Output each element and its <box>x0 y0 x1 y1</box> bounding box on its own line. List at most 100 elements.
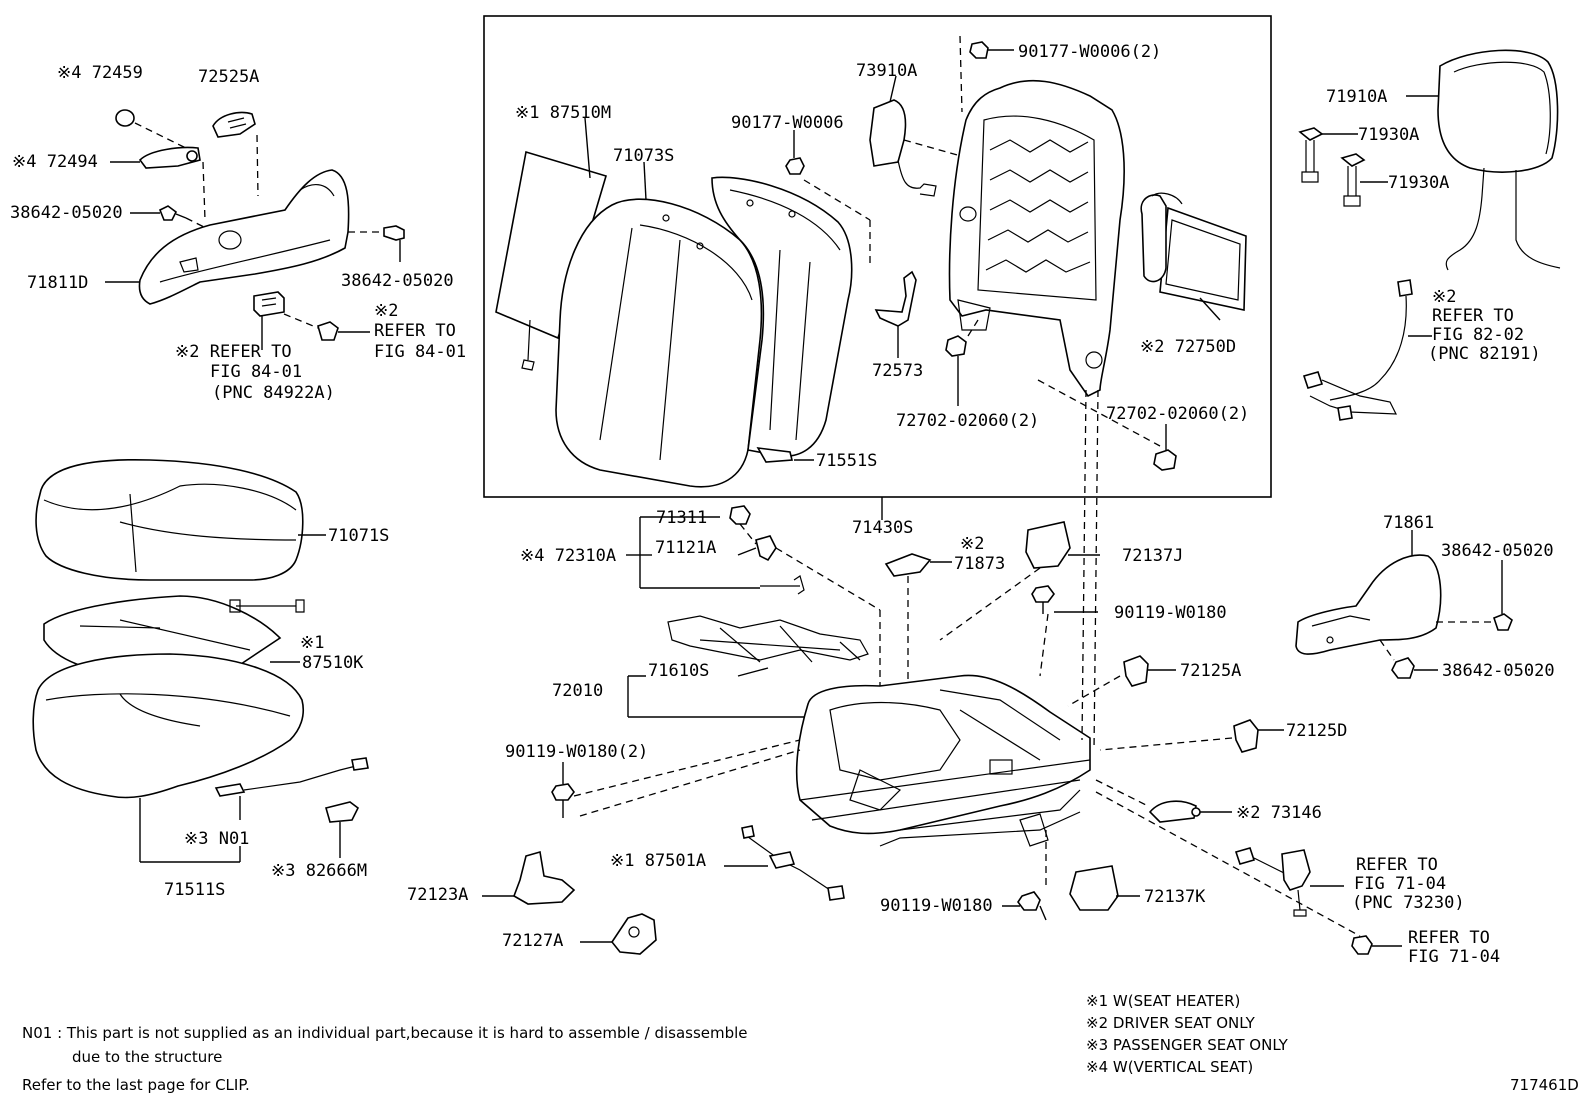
part-72310A-rod <box>760 575 805 595</box>
label-71073S: 71073S <box>613 146 674 166</box>
legend-item-3: ※3 PASSENGER SEAT ONLY <box>1086 1036 1289 1054</box>
label-90177-W0006-a: 90177-W0006 <box>731 113 844 133</box>
label-72525A: 72525A <box>198 67 259 87</box>
label-72750D: ※2 72750D <box>1140 337 1236 357</box>
label-71430S: 71430S <box>852 518 913 538</box>
label-71121A: 71121A <box>655 538 716 558</box>
part-90119-W0180-bolt-b <box>551 783 575 818</box>
label-refer-84-01-b-pnc: (PNC 84922A) <box>212 383 335 403</box>
part-72127A-cover <box>611 913 657 955</box>
label-refer-82-02-pnc: (PNC 82191) <box>1428 344 1541 364</box>
label-72125A: 72125A <box>1180 661 1241 681</box>
part-71311-nut <box>729 505 751 525</box>
part-71-04-nut <box>1351 935 1373 955</box>
label-71311: 71311 <box>656 508 707 528</box>
label-38642-05020-a: 38642-05020 <box>10 203 123 223</box>
part-72137J-cover <box>1025 521 1071 569</box>
seat-back-group-frame <box>483 15 1272 498</box>
label-refer-82-02-mark: ※2 <box>1432 287 1456 307</box>
label-refer-84-01-a-text: REFER TO <box>374 321 456 341</box>
label-71910A: 71910A <box>1326 87 1387 107</box>
label-72010: 72010 <box>552 681 603 701</box>
label-refer-82-02-text: REFER TO <box>1432 306 1514 326</box>
label-refer-84-01-a-mark: ※2 <box>374 301 398 321</box>
part-87501A-wire <box>741 825 845 901</box>
part-38642-05020-screw-c <box>1493 613 1513 631</box>
label-71873-mark: ※2 <box>960 534 984 554</box>
label-71071S: 71071S <box>328 526 389 546</box>
label-refer-71-04-a-text: REFER TO <box>1356 855 1438 875</box>
label-71930A-b: 71930A <box>1388 173 1449 193</box>
part-72459-cap <box>115 109 135 127</box>
part-71121A-link <box>755 535 777 562</box>
part-72573-bracket <box>874 270 917 327</box>
label-72123A: 72123A <box>407 885 468 905</box>
label-71930A-a: 71930A <box>1358 125 1419 145</box>
part-72137K-cover <box>1069 865 1119 911</box>
label-refer-71-04-b-text: REFER TO <box>1408 928 1490 948</box>
label-N01: ※3 N01 <box>184 829 249 849</box>
part-82666M-connector <box>325 801 360 823</box>
part-71910A-headrest <box>1437 49 1561 271</box>
part-72125D-bracket <box>1233 719 1259 753</box>
part-90177-W0006-nut-a <box>785 157 805 175</box>
label-87501A: ※1 87501A <box>610 851 706 871</box>
part-71930A-support-a <box>1298 127 1324 183</box>
part-87510M-heater <box>495 150 607 371</box>
label-71811D: 71811D <box>27 273 88 293</box>
label-72494: ※4 72494 <box>12 152 98 172</box>
part-38642-05020-screw-d <box>1391 657 1415 679</box>
label-38642-05020-b: 38642-05020 <box>341 271 454 291</box>
part-72123A-cover <box>513 850 576 905</box>
label-72459: ※4 72459 <box>57 63 143 83</box>
part-71873-clip <box>884 553 932 577</box>
part-71861-shield <box>1295 554 1442 655</box>
label-refer-71-04-a-fig: FIG 71-04 <box>1354 874 1446 894</box>
label-90119-W0180-c: 90119-W0180 <box>880 896 993 916</box>
part-72525A-knob <box>212 111 256 138</box>
label-71551S: 71551S <box>816 451 877 471</box>
label-72702-02060-b: 72702-02060(2) <box>1106 404 1249 424</box>
label-71511S: 71511S <box>164 880 225 900</box>
label-87510M: ※1 87510M <box>515 103 611 123</box>
part-72702-02060-bolt-b <box>1153 449 1177 471</box>
label-refer-84-01-a-fig: FIG 84-01 <box>374 342 466 362</box>
label-72137K: 72137K <box>1144 887 1206 907</box>
part-71930A-support-b <box>1340 153 1366 207</box>
label-72573: 72573 <box>872 361 923 381</box>
label-71873: 71873 <box>954 554 1005 574</box>
label-90177-W0006-b: 90177-W0006(2) <box>1018 42 1161 62</box>
label-82666M: ※3 82666M <box>271 861 367 881</box>
part-72125A-bracket <box>1123 655 1149 687</box>
label-refer-82-02-fig: FIG 82-02 <box>1432 325 1524 345</box>
part-73230-buckle <box>1234 847 1311 917</box>
part-84-01-screw <box>317 321 370 341</box>
part-73146-buckle-cover <box>1148 800 1201 823</box>
legend-item-4: ※4 W(VERTICAL SEAT) <box>1086 1058 1253 1076</box>
label-38642-05020-c: 38642-05020 <box>1441 541 1554 561</box>
part-71511S-cushion-pad <box>32 653 305 799</box>
label-72137J: 72137J <box>1122 546 1183 566</box>
part-90119-W0180-bolt-c <box>1017 891 1047 921</box>
part-72494-lever <box>138 146 201 169</box>
legend-item-1: ※1 W(SEAT HEATER) <box>1086 992 1240 1010</box>
part-71551S-back-pad <box>711 176 853 463</box>
part-71610S-spring <box>667 615 869 663</box>
label-72310A: ※4 72310A <box>520 546 616 566</box>
part-71811D-side-shield <box>138 169 350 305</box>
label-72125D: 72125D <box>1286 721 1347 741</box>
part-seat-back-frame <box>948 79 1125 398</box>
label-refer-71-04-a-pnc: (PNC 73230) <box>1352 893 1465 913</box>
figure-id: 717461D <box>1510 1076 1579 1094</box>
label-38642-05020-d: 38642-05020 <box>1442 661 1555 681</box>
label-90119-W0180-b: 90119-W0180(2) <box>505 742 648 762</box>
part-87510K-heater-pad <box>43 595 305 678</box>
label-72127A: 72127A <box>502 931 563 951</box>
part-71071S-cushion-cover <box>35 458 304 581</box>
part-38642-05020-screw-b <box>383 225 405 241</box>
note-clip: Refer to the last page for CLIP. <box>22 1076 250 1094</box>
label-72702-02060-a: 72702-02060(2) <box>896 411 1039 431</box>
note-n01-line2: due to the structure <box>72 1048 222 1066</box>
